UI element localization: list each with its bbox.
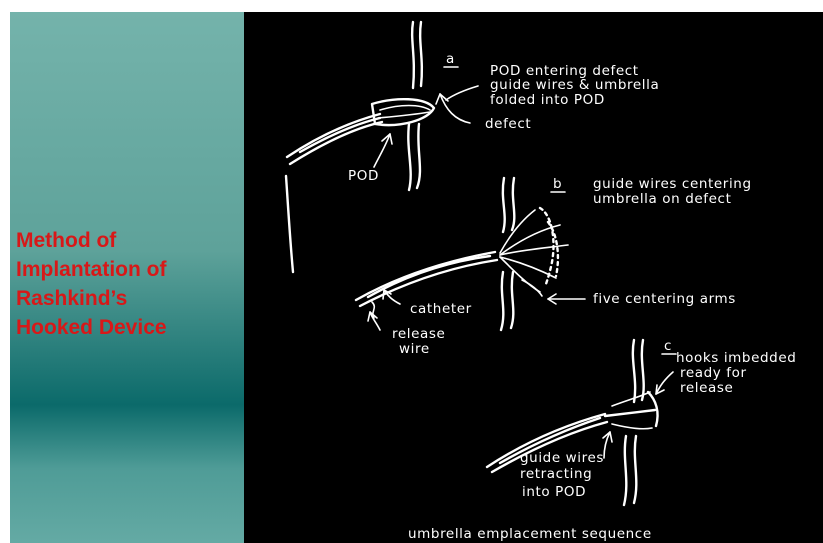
label-pod: POD [348, 168, 379, 184]
title-line-2: Implantation of [16, 255, 241, 284]
label-five-centering-arms: five centering arms [593, 291, 736, 307]
panel-a-caption-3: folded into POD [490, 92, 605, 108]
panel-c-letter: c [664, 338, 672, 354]
slide-title: Method of Implantation of Rashkind’s Hoo… [16, 226, 241, 342]
title-line-1: Method of [16, 226, 241, 255]
panel-b-caption-1: guide wires centering [593, 176, 752, 192]
implantation-diagram: a POD entering defect guide wires & umbr… [244, 12, 823, 543]
label-release-2: wire [399, 341, 430, 357]
panel-c-caption-1: hooks imbedded [676, 350, 796, 366]
label-defect: defect [485, 116, 531, 132]
label-guide-2: retracting [520, 466, 592, 482]
footer-caption: umbrella emplacement sequence [408, 526, 652, 542]
panel-b-letter: b [553, 176, 562, 192]
label-guide-3: into POD [522, 484, 586, 500]
panel-c-caption-3: release [680, 380, 733, 396]
label-catheter: catheter [410, 301, 472, 317]
title-line-3: Rashkind’s [16, 284, 241, 313]
title-line-4: Hooked Device [16, 313, 241, 342]
label-guide-1: guide wires [520, 450, 604, 466]
panel-c-caption-2: ready for [680, 365, 747, 381]
diagram-canvas: a POD entering defect guide wires & umbr… [244, 12, 823, 543]
panel-a-letter: a [446, 51, 455, 67]
panel-a-caption-2: guide wires & umbrella [490, 77, 659, 93]
panel-b-caption-2: umbrella on defect [593, 191, 731, 207]
label-release-1: release [392, 326, 445, 342]
